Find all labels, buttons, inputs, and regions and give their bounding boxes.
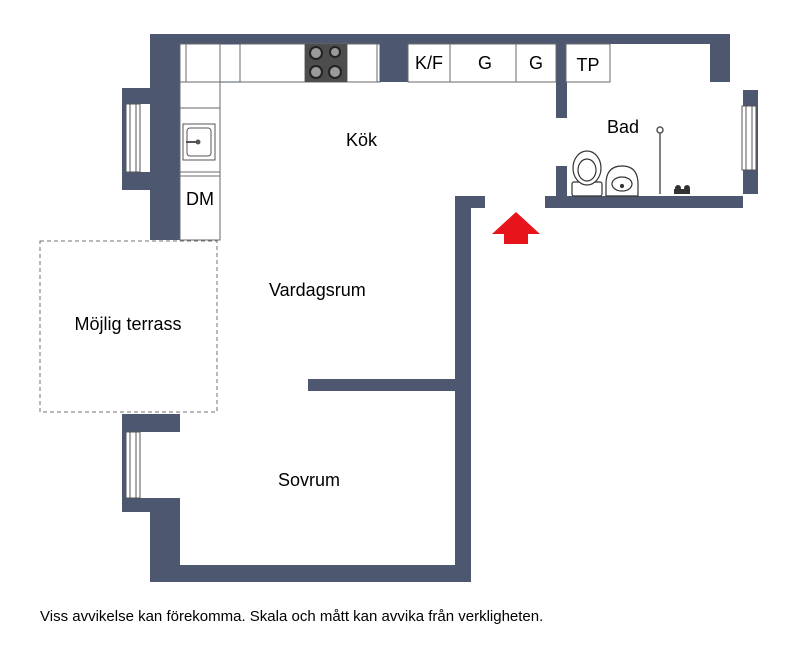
room-label-living: Vardagsrum <box>269 280 366 300</box>
fixture-label-wardrobe-1: G <box>478 53 492 73</box>
shower-icon <box>656 126 664 194</box>
fixture-label-wardrobe-2: G <box>529 53 543 73</box>
room-label-bedroom: Sovrum <box>278 470 340 490</box>
disclaimer-text: Viss avvikelse kan förekomma. Skala och … <box>40 608 544 625</box>
fixture-label-dishwasher: DM <box>186 189 214 209</box>
fixture-label-fridge-freezer: K/F <box>415 53 443 73</box>
washbasin-icon <box>605 165 639 197</box>
terrace-outline <box>39 240 218 413</box>
room-label-terrace: Möjlig terrass <box>74 314 181 334</box>
room-label-bath: Bad <box>607 117 639 137</box>
sink-icon <box>182 123 216 161</box>
floor-plan: Kök Vardagsrum Bad Sovrum Möjlig terrass… <box>39 34 758 582</box>
fixture-label-washer-dryer: TP <box>576 55 599 75</box>
stove-icon <box>305 44 347 82</box>
entrance-arrow-icon <box>492 212 540 244</box>
window-icon <box>125 103 757 499</box>
faucet-icon <box>674 185 690 194</box>
room-label-kitchen: Kök <box>346 130 378 150</box>
toilet-icon <box>571 150 603 197</box>
